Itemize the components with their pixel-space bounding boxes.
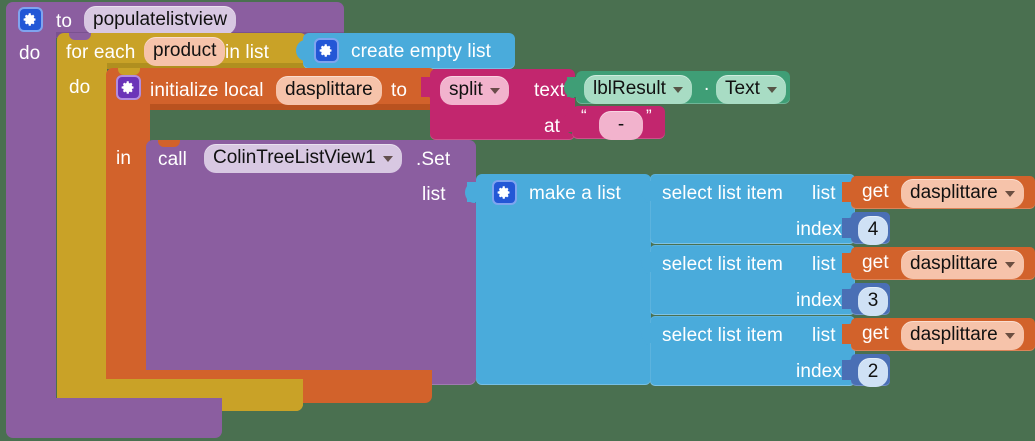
select-list-item-block[interactable]: select list item list index bbox=[641, 245, 855, 315]
math-number-block[interactable]: 3 bbox=[842, 283, 890, 316]
variable-getter-block[interactable]: get dasplittare bbox=[842, 176, 1035, 209]
split-block[interactable]: split text at bbox=[421, 69, 575, 140]
split-operation-label: split bbox=[449, 79, 483, 100]
call-component-dropdown[interactable]: ColinTreeListView1 bbox=[204, 144, 402, 173]
make-a-list-label: make a list bbox=[529, 183, 621, 204]
get-label: get bbox=[862, 323, 889, 344]
math-number-output-plug bbox=[842, 218, 852, 238]
procedure-do-label: do bbox=[19, 43, 41, 64]
component-name-label: lblResult bbox=[593, 78, 666, 99]
select-list-item-list-socket-label: list bbox=[812, 183, 836, 204]
procedure-bottom-foot bbox=[6, 398, 222, 433]
variable-getter-block[interactable]: get dasplittare bbox=[842, 318, 1035, 351]
gear-icon[interactable] bbox=[18, 7, 43, 32]
create-empty-list-label: create empty list bbox=[351, 41, 492, 62]
math-number-field[interactable]: 4 bbox=[858, 216, 888, 245]
component-dot-separator: . bbox=[704, 74, 710, 95]
variable-getter-output-plug bbox=[842, 182, 852, 202]
initialize-local-variable-field[interactable]: dasplittare bbox=[276, 76, 382, 105]
gear-icon[interactable] bbox=[116, 75, 141, 100]
foreach-variable-field[interactable]: product bbox=[144, 37, 226, 66]
call-component-label: ColinTreeListView1 bbox=[213, 147, 376, 168]
select-list-item-output-plug bbox=[641, 323, 651, 343]
select-list-item-label: select list item bbox=[662, 254, 783, 275]
initialize-local-prefix-label: initialize local bbox=[150, 80, 264, 101]
make-a-list-block[interactable]: make a list bbox=[467, 174, 651, 385]
text-open-quote: “ bbox=[581, 106, 587, 125]
component-name-dropdown[interactable]: lblResult bbox=[584, 75, 692, 104]
select-list-item-index-socket-label: index bbox=[796, 361, 842, 382]
text-string-field[interactable]: - bbox=[599, 111, 643, 140]
get-label: get bbox=[862, 181, 889, 202]
get-label: get bbox=[862, 252, 889, 273]
component-property-dropdown[interactable]: Text bbox=[716, 75, 786, 104]
select-list-item-list-socket-label: list bbox=[812, 325, 836, 346]
select-list-item-list-socket-label: list bbox=[812, 254, 836, 275]
chevron-down-icon[interactable] bbox=[766, 87, 777, 93]
chevron-down-icon[interactable] bbox=[1004, 262, 1015, 268]
variable-getter-output-plug bbox=[842, 324, 852, 344]
select-list-item-output-plug bbox=[641, 252, 651, 272]
make-a-list-output-plug bbox=[467, 182, 477, 202]
foreach-list-socket[interactable] bbox=[296, 40, 307, 61]
select-list-item-index-socket-label: index bbox=[796, 219, 842, 240]
variable-name-label: dasplittare bbox=[910, 182, 998, 203]
text-string-block[interactable]: “ - ” bbox=[563, 106, 665, 140]
component-property-label: Text bbox=[725, 78, 760, 99]
create-empty-list-block[interactable]: create empty list bbox=[303, 33, 515, 69]
math-number-output-plug bbox=[842, 360, 852, 380]
select-list-item-label: select list item bbox=[662, 183, 783, 204]
initialize-local-to-label: to bbox=[391, 80, 408, 101]
chevron-down-icon[interactable] bbox=[382, 156, 393, 162]
variable-name-dropdown[interactable]: dasplittare bbox=[901, 179, 1024, 208]
component-property-getter-block[interactable]: lblResult . Text bbox=[567, 71, 790, 104]
split-output-plug bbox=[421, 77, 431, 97]
select-list-item-label: select list item bbox=[662, 325, 783, 346]
math-number-field[interactable]: 3 bbox=[858, 287, 888, 316]
select-list-item-index-socket-label: index bbox=[796, 290, 842, 311]
procedure-name-field[interactable]: populatelistview bbox=[84, 6, 237, 35]
component-getter-output-plug bbox=[567, 77, 577, 97]
foreach-in-list-label: in list bbox=[225, 42, 269, 63]
select-list-item-output-plug bbox=[641, 181, 651, 201]
split-text-socket-label: text bbox=[534, 80, 566, 101]
math-number-output-plug bbox=[842, 289, 852, 309]
call-label: call bbox=[158, 149, 187, 170]
call-method-label: .Set bbox=[416, 149, 451, 170]
math-number-field[interactable]: 2 bbox=[858, 358, 888, 387]
procedure-to-label: to bbox=[56, 11, 73, 32]
variable-getter-output-plug bbox=[842, 253, 852, 273]
foreach-do-label: do bbox=[69, 77, 91, 98]
select-list-item-block[interactable]: select list item list index bbox=[641, 174, 855, 244]
chevron-down-icon[interactable] bbox=[1004, 191, 1015, 197]
variable-name-label: dasplittare bbox=[910, 324, 998, 345]
initialize-local-in-label: in bbox=[116, 148, 131, 169]
variable-getter-block[interactable]: get dasplittare bbox=[842, 247, 1035, 280]
variable-name-label: dasplittare bbox=[910, 253, 998, 274]
chevron-down-icon[interactable] bbox=[489, 88, 500, 94]
math-number-block[interactable]: 4 bbox=[842, 212, 890, 245]
foreach-prefix-label: for each bbox=[66, 42, 136, 63]
procedure-definition-block[interactable]: to populatelistview do bbox=[6, 2, 356, 438]
split-operation-dropdown[interactable]: split bbox=[440, 76, 509, 105]
chevron-down-icon[interactable] bbox=[1004, 333, 1015, 339]
math-number-block[interactable]: 2 bbox=[842, 354, 890, 387]
chevron-down-icon[interactable] bbox=[672, 87, 683, 93]
call-list-socket-label: list bbox=[422, 184, 446, 205]
text-string-output-plug bbox=[563, 112, 573, 132]
gear-icon[interactable] bbox=[314, 38, 339, 63]
variable-name-dropdown[interactable]: dasplittare bbox=[901, 321, 1024, 350]
text-close-quote: ” bbox=[646, 106, 652, 125]
call-component-method-block[interactable]: call ColinTreeListView1 .Set list bbox=[146, 140, 476, 385]
variable-name-dropdown[interactable]: dasplittare bbox=[901, 250, 1024, 279]
split-at-socket-label: at bbox=[544, 116, 561, 137]
select-list-item-block[interactable]: select list item list index bbox=[641, 316, 855, 386]
gear-icon[interactable] bbox=[492, 180, 517, 205]
